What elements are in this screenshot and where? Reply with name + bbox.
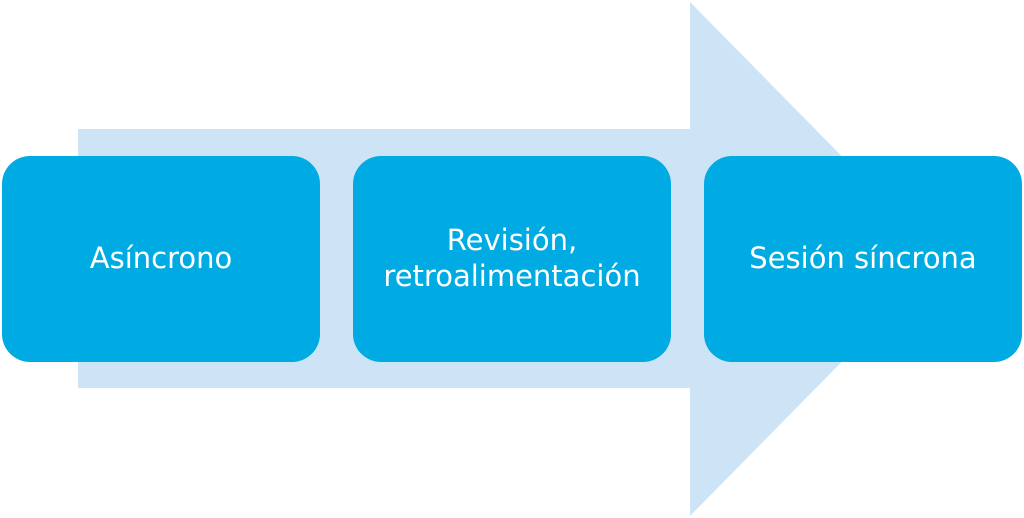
step-label: Revisión, retroalimentación (383, 223, 641, 293)
step-label: Asíncrono (89, 241, 233, 276)
step-sesion-sincrona: Sesión síncrona (704, 156, 1022, 362)
step-asincrono: Asíncrono (2, 156, 320, 362)
step-label: Sesión síncrona (749, 241, 977, 276)
step-revision-retroalimentacion: Revisión, retroalimentación (353, 156, 671, 362)
